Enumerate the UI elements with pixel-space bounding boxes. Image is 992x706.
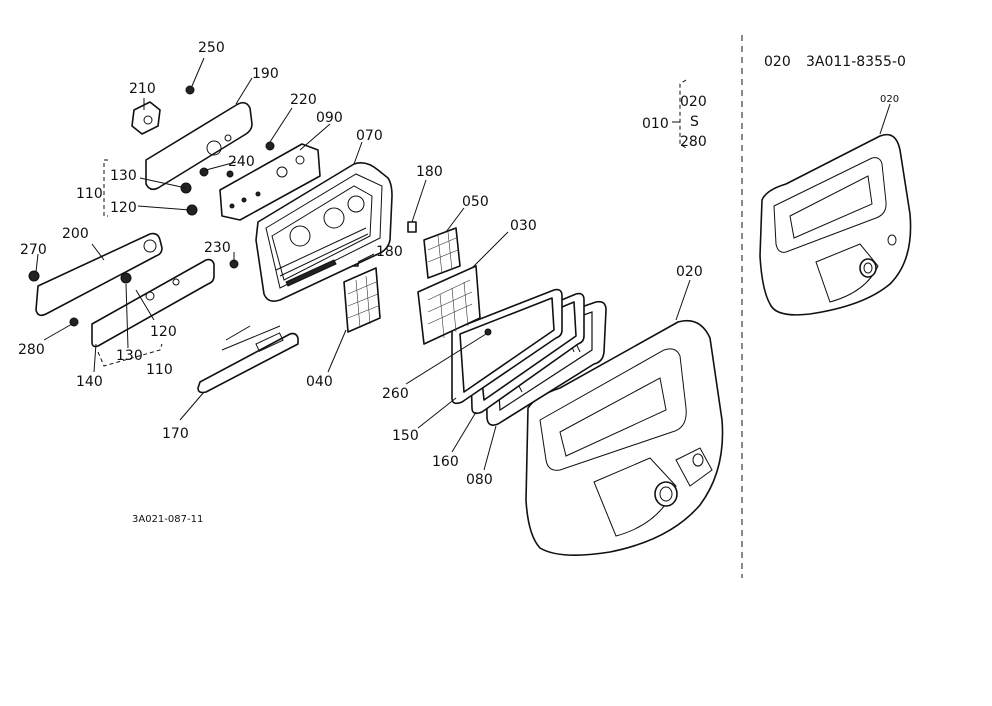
screws <box>28 85 275 327</box>
plate-140 <box>91 258 215 348</box>
callout-270: 270 <box>20 242 47 258</box>
callout-150: 150 <box>392 428 419 444</box>
leader-lines <box>35 57 891 471</box>
lamp-180a <box>407 221 417 233</box>
callout-080: 080 <box>466 472 493 488</box>
drawing-number: 3A021-087-11 <box>132 514 203 525</box>
callout-190: 190 <box>252 66 279 82</box>
bracket-110b <box>97 343 163 367</box>
group-to: 280 <box>680 134 707 150</box>
callout-260: 260 <box>382 386 409 402</box>
group-010: 010 020 S 280 <box>642 94 707 150</box>
callout-170: 170 <box>162 426 189 442</box>
inset-label: 020 <box>880 94 899 105</box>
bracket-210 <box>131 101 161 135</box>
callout-130a: 130 <box>110 168 137 184</box>
callout-110a: 110 <box>76 186 103 202</box>
callout-070: 070 <box>356 128 383 144</box>
inset-bezel-020 <box>759 133 912 316</box>
strip-170 <box>197 325 299 394</box>
plate-190 <box>145 101 253 191</box>
callout-140: 140 <box>76 374 103 390</box>
bracket-010 <box>679 79 687 149</box>
dial-panel-030 <box>417 265 492 345</box>
callout-250: 250 <box>198 40 225 56</box>
callout-120a: 120 <box>110 200 137 216</box>
callout-210: 210 <box>129 81 156 97</box>
callout-090: 090 <box>316 110 343 126</box>
frame-150 <box>451 288 563 405</box>
panel-040 <box>343 267 381 333</box>
callout-280: 280 <box>18 342 45 358</box>
header-part-code: 020 <box>764 54 791 70</box>
callout-230: 230 <box>204 240 231 256</box>
callout-200: 200 <box>62 226 89 242</box>
group-from: 020 <box>680 94 707 110</box>
callout-220: 220 <box>290 92 317 108</box>
panel-050 <box>423 227 461 279</box>
callout-labels: 250 190 210 220 090 070 240 130 110 120 … <box>18 40 703 488</box>
strip-200 <box>35 232 163 317</box>
callout-180b: 180 <box>376 244 403 260</box>
callout-020: 020 <box>676 264 703 280</box>
bezel-020 <box>525 319 724 556</box>
callout-030: 030 <box>510 218 537 234</box>
callout-040: 040 <box>306 374 333 390</box>
housing-070 <box>255 162 393 302</box>
board-090 <box>219 143 321 221</box>
callout-050: 050 <box>462 194 489 210</box>
group-tilde: S <box>690 114 699 130</box>
callout-130b: 130 <box>116 348 143 364</box>
callout-240: 240 <box>228 154 255 170</box>
callout-160: 160 <box>432 454 459 470</box>
callout-110b: 110 <box>146 362 173 378</box>
group-id: 010 <box>642 116 669 132</box>
bracket-110a <box>103 159 108 217</box>
callout-120b: 120 <box>150 324 177 340</box>
header-part-number: 3A011-8355-0 <box>806 54 906 70</box>
callout-180a: 180 <box>416 164 443 180</box>
